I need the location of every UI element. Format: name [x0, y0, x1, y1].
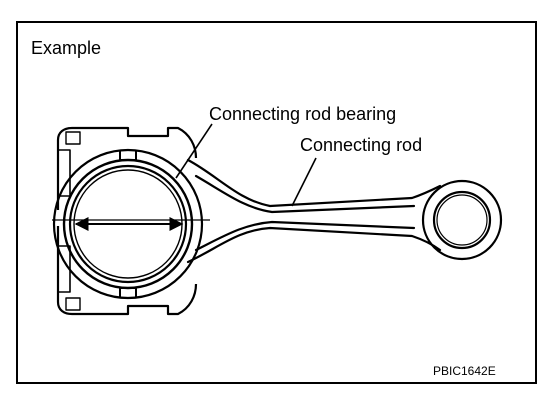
small-end [421, 179, 503, 261]
figure-border [16, 21, 537, 384]
figure-heading: Example [31, 38, 101, 58]
bearing-leader-line [175, 123, 213, 179]
bearing-label: Connecting rod bearing [209, 104, 396, 124]
rod-leader-line [291, 157, 317, 207]
figure-code: PBIC1642E [433, 364, 496, 378]
connecting-rod [186, 158, 442, 264]
rod-label: Connecting rod [300, 135, 422, 155]
